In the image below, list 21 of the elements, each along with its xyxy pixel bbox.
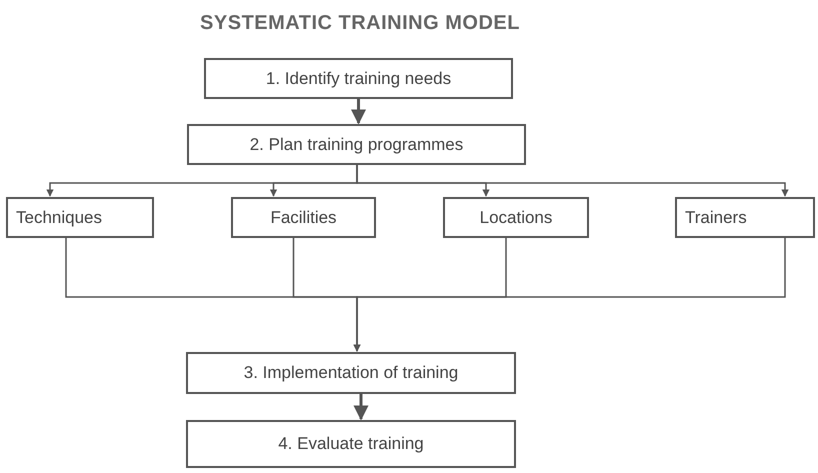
connector-arrow (356, 165, 789, 197)
diagram-title: SYSTEMATIC TRAINING MODEL (199, 11, 521, 36)
process-box (186, 420, 516, 468)
box-label: 4. Evaluate training (278, 433, 424, 456)
connector-arrow (353, 238, 786, 352)
connector-arrow (354, 394, 368, 420)
box-label: Facilities (270, 206, 337, 229)
process-box (187, 124, 526, 165)
process-box (231, 197, 376, 238)
process-box (675, 197, 815, 238)
box-label: Locations (480, 206, 552, 229)
connector-arrow (351, 99, 366, 124)
box-label: 3. Implementation of training (244, 362, 458, 384)
process-box (186, 352, 516, 394)
process-box (443, 197, 589, 238)
process-box (204, 58, 513, 99)
box-label: Trainers (685, 206, 747, 229)
box-label: 2. Plan training programmes (250, 134, 464, 156)
process-box (6, 197, 154, 238)
box-label: Techniques (16, 206, 102, 229)
box-label: 1. Identify training needs (266, 68, 452, 90)
